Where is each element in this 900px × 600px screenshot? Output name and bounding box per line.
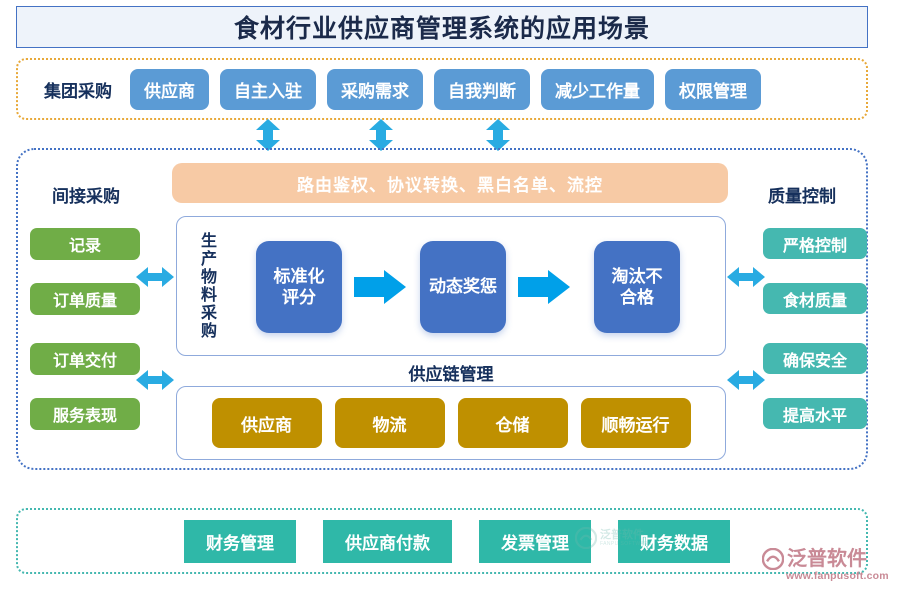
vertical-double-arrow-1 (255, 119, 281, 151)
logo-row: 泛普软件 (762, 548, 867, 570)
chip-supplier-payment[interactable]: 供应商付款 (323, 519, 452, 563)
chip-reduce-workload[interactable]: 减少工作量 (541, 68, 654, 110)
page-title-bar: 食材行业供应商管理系统的应用场景 (16, 6, 868, 48)
chip-self-onboarding[interactable]: 自主入驻 (220, 68, 316, 110)
tag-service-performance[interactable]: 服务表现 (30, 398, 140, 430)
group-purchasing-label: 集团采购 (44, 81, 112, 101)
group-purchasing-band: 集团采购 供应商 自主入驻 采购需求 自我判断 减少工作量 权限管理 (16, 58, 868, 120)
production-material-purchasing-label: 生产物料采购 (198, 232, 215, 340)
tag-food-quality[interactable]: 食材质量 (763, 283, 867, 314)
chevron-arrow-1-icon (354, 270, 406, 304)
process-box-text: 动态奖惩 (429, 277, 497, 297)
gold-box-warehousing[interactable]: 仓储 (457, 398, 568, 448)
supply-chain-management-label: 供应链管理 (408, 365, 494, 384)
horizontal-double-arrow-right-bottom (727, 368, 765, 392)
chip-permission-management[interactable]: 权限管理 (665, 68, 761, 110)
chip-supplier[interactable]: 供应商 (130, 68, 209, 110)
watermark-sub: FANPU SOFTWARE (600, 541, 652, 548)
process-box-standardized-scoring[interactable]: 标准化评分 (256, 241, 342, 333)
watermark-logo-mark-icon (575, 527, 597, 549)
chip-self-judgement[interactable]: 自我判断 (434, 68, 530, 110)
tag-strict-control[interactable]: 严格控制 (763, 228, 867, 259)
vertical-double-arrow-3 (485, 119, 511, 151)
indirect-purchasing-heading: 间接采购 (52, 187, 120, 206)
chip-financial-management[interactable]: 财务管理 (184, 519, 296, 563)
chip-purchase-demand[interactable]: 采购需求 (327, 68, 423, 110)
process-box-text: 标准化评分 (273, 266, 325, 307)
tag-ensure-safety[interactable]: 确保安全 (763, 343, 867, 374)
process-box-dynamic-reward-penalty[interactable]: 动态奖惩 (420, 241, 506, 333)
watermark-name: 泛普软件 (600, 528, 644, 541)
horizontal-double-arrow-left-bottom (136, 368, 174, 392)
chip-invoice-management[interactable]: 发票管理 (479, 519, 591, 563)
chip-financial-data[interactable]: 财务数据 (618, 519, 730, 563)
gold-box-logistics[interactable]: 物流 (334, 398, 445, 448)
finance-band: 财务管理 供应商付款 发票管理 财务数据 (16, 508, 868, 574)
logo-url: www.fanpusoft.com (786, 570, 889, 582)
tag-record[interactable]: 记录 (30, 228, 140, 260)
fanpu-logo: 泛普软件 www.fanpusoft.com (762, 548, 894, 594)
middle-dashed-panel (16, 148, 868, 470)
page-title: 食材行业供应商管理系统的应用场景 (233, 15, 650, 43)
quality-control-heading: 质量控制 (768, 187, 836, 206)
chevron-arrow-2-icon (518, 270, 570, 304)
process-box-text: 淘汰不合格 (611, 266, 663, 307)
gold-box-supplier[interactable]: 供应商 (211, 398, 322, 448)
vertical-double-arrow-2 (368, 119, 394, 151)
background-watermark: 泛普软件 FANPU SOFTWARE (575, 524, 671, 552)
tag-order-quality[interactable]: 订单质量 (30, 283, 140, 315)
process-box-eliminate-unqualified[interactable]: 淘汰不合格 (594, 241, 680, 333)
gateway-banner: 路由鉴权、协议转换、黑白名单、流控 (172, 163, 728, 203)
tag-improve-level[interactable]: 提高水平 (763, 398, 867, 429)
horizontal-double-arrow-left-top (136, 265, 174, 289)
gold-box-smooth-operation[interactable]: 顺畅运行 (580, 398, 691, 448)
tag-order-delivery[interactable]: 订单交付 (30, 343, 140, 375)
supply-chain-card: 供应商 物流 仓储 顺畅运行 (176, 386, 726, 460)
logo-name: 泛普软件 (787, 548, 867, 570)
horizontal-double-arrow-right-top (727, 265, 765, 289)
logo-mark-icon (762, 548, 784, 570)
